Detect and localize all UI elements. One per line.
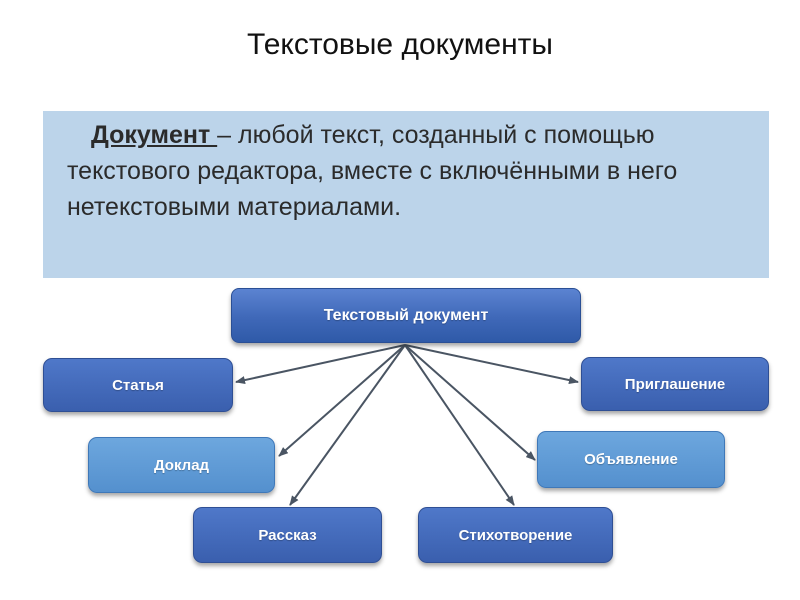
arrow-to-invitation xyxy=(404,344,579,385)
node-announcement: Объявление xyxy=(537,431,725,488)
node-invitation: Приглашение xyxy=(581,357,769,411)
definition-text: Документ – любой текст, созданный с помо… xyxy=(67,117,747,225)
node-story: Рассказ xyxy=(193,507,382,563)
definition-body: – любой текст, созданный с помощью текст… xyxy=(67,121,678,221)
definition-box xyxy=(43,111,769,278)
arrow-to-poem xyxy=(404,344,515,506)
arrow-to-announcement xyxy=(404,344,536,461)
arrow-to-article xyxy=(235,344,406,384)
node-article: Статья xyxy=(43,358,233,412)
arrow-to-report xyxy=(278,344,406,457)
node-report: Доклад xyxy=(88,437,275,493)
arrow-to-story xyxy=(289,344,406,506)
slide-title: Текстовые документы xyxy=(247,28,553,61)
definition-term: Документ xyxy=(91,121,218,149)
node-poem: Стихотворение xyxy=(418,507,613,563)
node-text-document: Текстовый документ xyxy=(231,288,581,343)
